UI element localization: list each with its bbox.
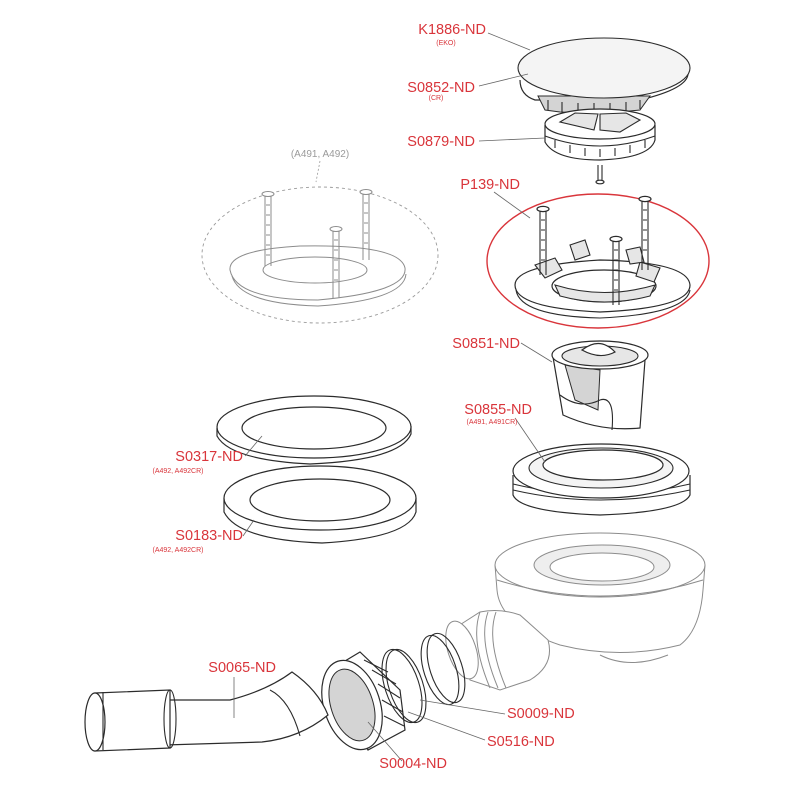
part-code: S0851-ND bbox=[452, 336, 520, 352]
callout-s0065: S0065-ND bbox=[208, 660, 276, 676]
part-code: S0004-ND bbox=[379, 756, 447, 772]
alternative-flange-group: (A491, A492) bbox=[201, 149, 439, 324]
callout-p139: P139-ND bbox=[460, 177, 520, 193]
s0183-gasket bbox=[223, 465, 417, 544]
callout-labels: K1886-ND (EKO) S0852-ND (CR) S0879-ND P1… bbox=[153, 22, 575, 772]
part-code: S0516-ND bbox=[487, 734, 555, 750]
s0317-gasket bbox=[216, 395, 412, 465]
callout-s0852: S0852-ND (CR) bbox=[407, 80, 475, 102]
trap-cup bbox=[551, 340, 649, 431]
callout-s0183: S0183-ND (A492, A492CR) bbox=[153, 528, 243, 554]
s0065-elbow-pipe bbox=[84, 671, 329, 752]
callout-s0851: S0851-ND bbox=[452, 336, 520, 352]
callout-s0516: S0516-ND bbox=[487, 734, 555, 750]
s0516-ring bbox=[381, 648, 427, 724]
callout-s0009: S0009-ND bbox=[507, 706, 575, 722]
drain-body bbox=[445, 532, 706, 691]
callout-s0317: S0317-ND (A492, A492CR) bbox=[153, 449, 243, 475]
part-note: (A492, A492CR) bbox=[153, 468, 204, 475]
alt-group-note: (A491, A492) bbox=[291, 149, 349, 160]
part-code: S0855-ND bbox=[464, 402, 532, 418]
callout-s0004: S0004-ND bbox=[379, 756, 447, 772]
part-note: (EKO) bbox=[436, 40, 455, 47]
part-note: (A491, A491CR) bbox=[467, 419, 518, 426]
leader-lines bbox=[233, 32, 553, 762]
callout-s0855: S0855-ND (A491, A491CR) bbox=[464, 402, 532, 426]
p139-flange-assembly bbox=[486, 193, 710, 329]
part-note: (CR) bbox=[429, 95, 444, 102]
part-code: K1886-ND bbox=[418, 22, 486, 38]
part-code: S0183-ND bbox=[175, 528, 243, 544]
s0855-ring-set bbox=[512, 443, 691, 516]
callout-k1886: K1886-ND (EKO) bbox=[418, 22, 486, 47]
s0004-nut bbox=[321, 651, 406, 751]
part-note: (A492, A492CR) bbox=[153, 547, 204, 554]
part-code: P139-ND bbox=[460, 177, 520, 193]
part-code: S0065-ND bbox=[208, 660, 276, 676]
part-code: S0879-ND bbox=[407, 134, 475, 150]
grate-insert bbox=[544, 108, 656, 185]
part-code: S0852-ND bbox=[407, 80, 475, 96]
callout-s0879: S0879-ND bbox=[407, 134, 475, 150]
s0009-ring bbox=[420, 632, 466, 706]
drain-cover-cap bbox=[517, 37, 691, 115]
part-code: S0317-ND bbox=[175, 449, 243, 465]
part-code: S0009-ND bbox=[507, 706, 575, 722]
